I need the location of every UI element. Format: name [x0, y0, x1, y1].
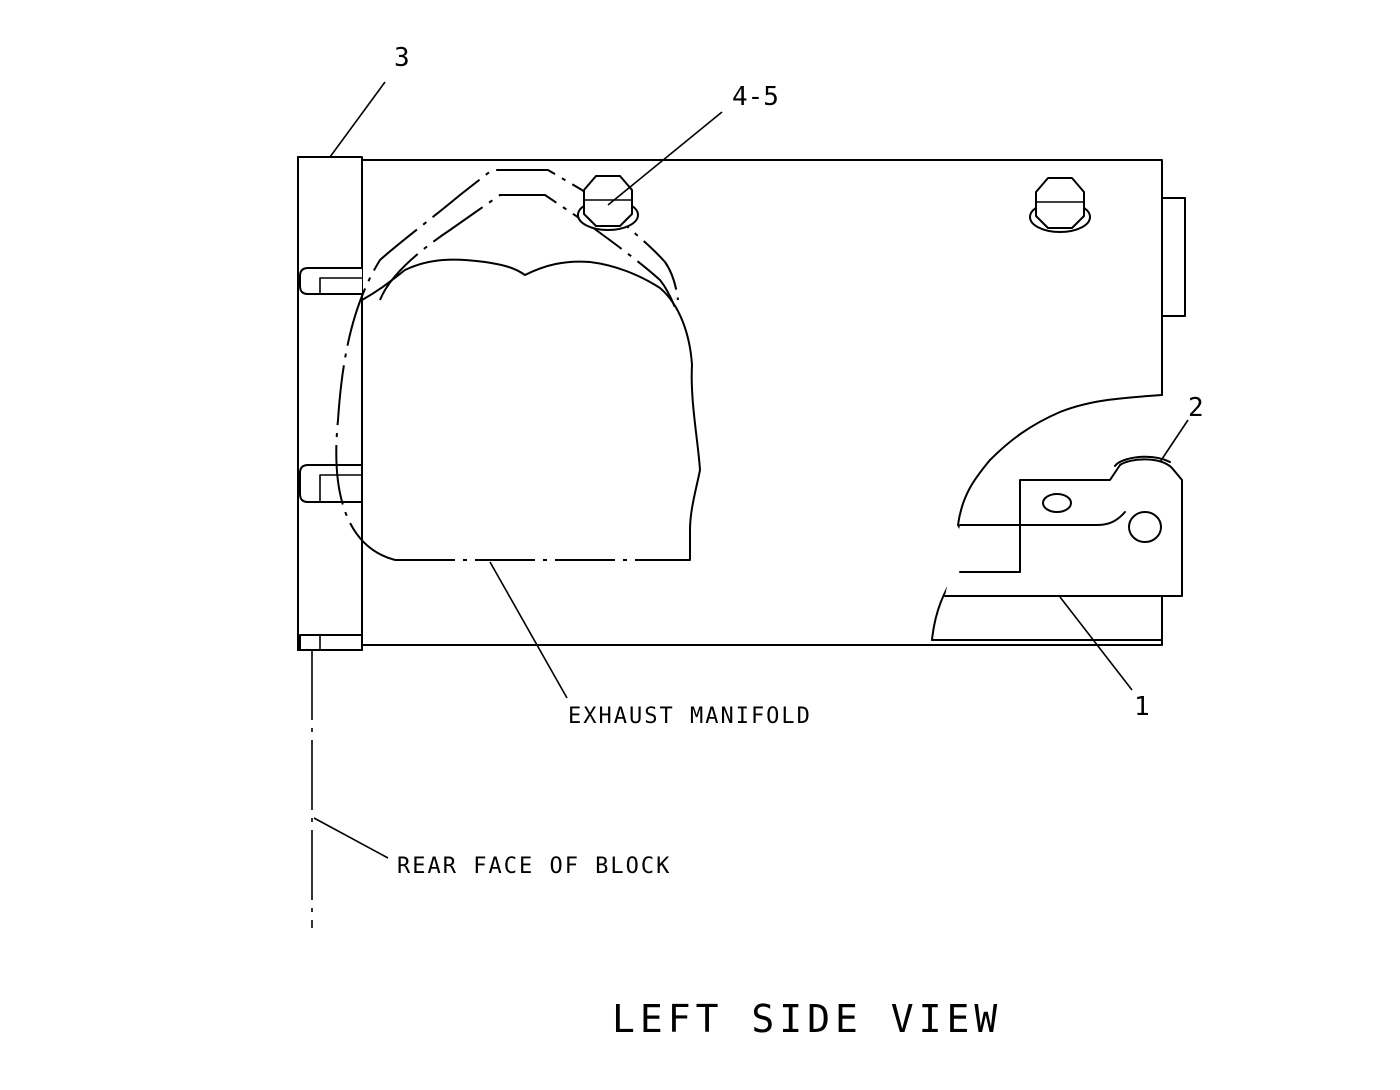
leader-lines [313, 81, 1189, 859]
bolt-4-5 [577, 175, 639, 231]
rear-plate [297, 156, 363, 651]
leader-item-4-5 [607, 111, 723, 206]
right-side-tab [1161, 197, 1186, 317]
leader-rear-face [313, 817, 389, 859]
bracket-assembly [931, 455, 1183, 641]
callout-item-4-5: 4-5 [732, 82, 779, 112]
callout-item-3: 3 [394, 43, 410, 73]
manifold-section [361, 258, 701, 561]
view-title: LEFT SIDE VIEW [612, 997, 1002, 1041]
callout-item-2: 2 [1188, 393, 1204, 423]
label-exhaust-manifold: EXHAUST MANIFOLD [568, 704, 812, 729]
exhaust-manifold-phantom [335, 169, 690, 561]
leader-item-3 [329, 81, 386, 158]
label-rear-face-of-block: REAR FACE OF BLOCK [397, 854, 671, 879]
bolt-right [1029, 177, 1091, 233]
leader-item-2 [1159, 419, 1189, 463]
leader-exhaust-manifold [489, 561, 568, 699]
callout-item-1: 1 [1134, 692, 1150, 722]
leader-item-1 [1059, 596, 1133, 691]
